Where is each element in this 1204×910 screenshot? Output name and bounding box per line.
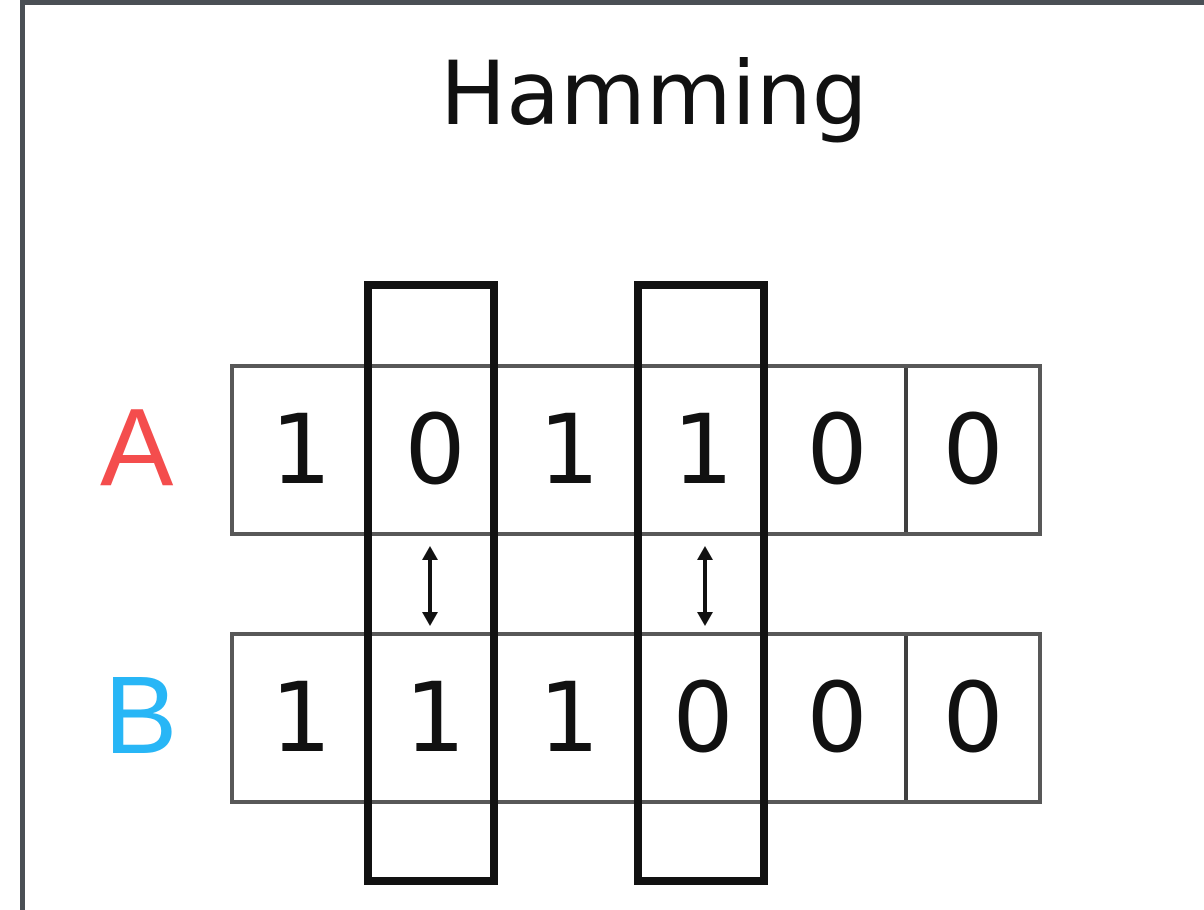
row-b-bit-3: 1 bbox=[538, 662, 600, 774]
row-a-bits: 1 0 1 1 0 0 bbox=[230, 364, 1042, 536]
diagram-title: Hamming bbox=[440, 42, 868, 145]
row-a-bit-4: 1 bbox=[672, 394, 734, 506]
row-b-bit-1: 1 bbox=[270, 662, 332, 774]
row-a-label: A bbox=[100, 386, 174, 509]
row-b-bit-5: 0 bbox=[806, 662, 868, 774]
double-arrow-icon bbox=[422, 546, 438, 626]
diagram-frame bbox=[20, 0, 1204, 910]
row-b-bits: 1 1 1 0 0 0 bbox=[230, 632, 1042, 804]
double-arrow-icon bbox=[697, 546, 713, 626]
row-b-bit-6: 0 bbox=[904, 636, 1038, 800]
row-b-label: B bbox=[104, 654, 178, 777]
row-a-bit-2: 0 bbox=[404, 394, 466, 506]
row-a-bit-5: 0 bbox=[806, 394, 868, 506]
row-a-bit-3: 1 bbox=[538, 394, 600, 506]
row-b-bit-2: 1 bbox=[404, 662, 466, 774]
row-a-bit-6: 0 bbox=[904, 368, 1038, 532]
row-a-bit-1: 1 bbox=[270, 394, 332, 506]
row-b-bit-4: 0 bbox=[672, 662, 734, 774]
